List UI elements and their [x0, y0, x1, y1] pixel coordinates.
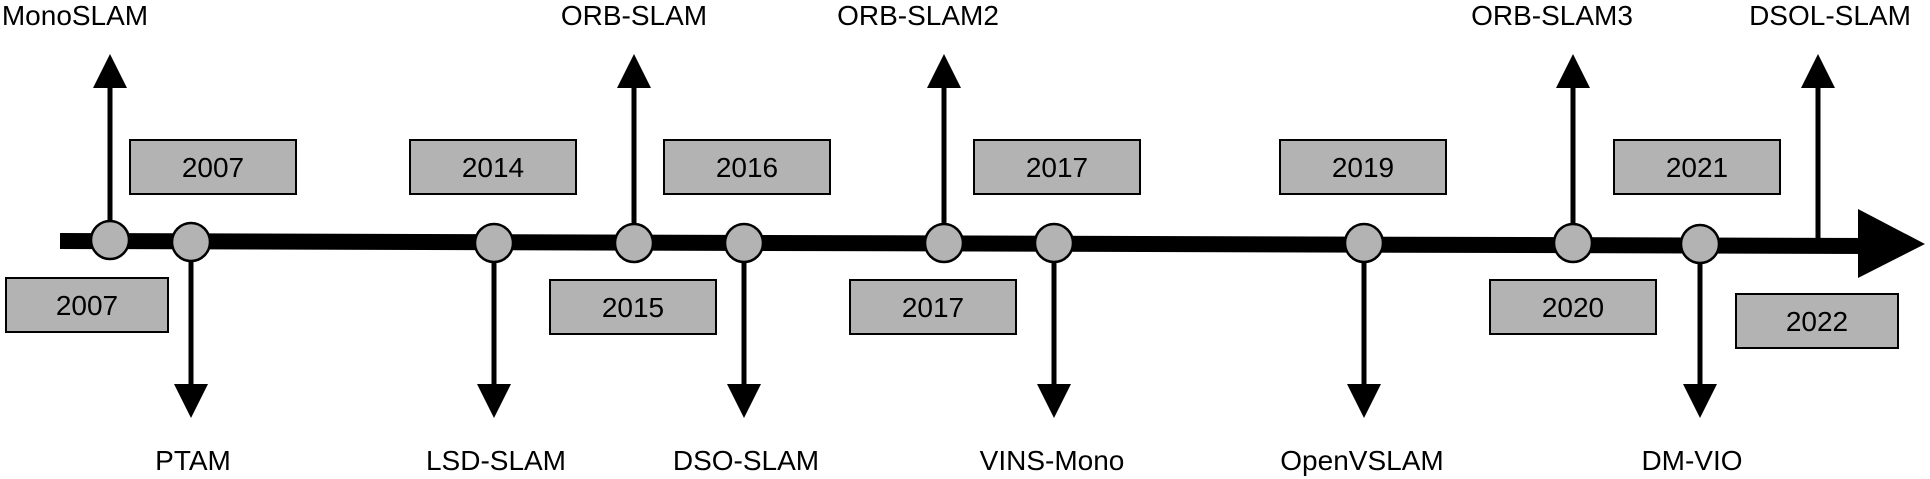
event-arrowhead	[477, 384, 511, 418]
event-name-label: PTAM	[155, 445, 231, 476]
timeline-event-ptam: PTAM 2007	[129, 139, 297, 476]
timeline-event-orb-slam2: ORB-SLAM2 2017	[837, 0, 1017, 335]
event-name-label: VINS-Mono	[980, 445, 1125, 476]
event-year-box	[849, 279, 1017, 335]
event-year-label: 2007	[56, 290, 118, 321]
event-name-label: DSOL-SLAM	[1749, 0, 1911, 31]
event-year-box	[549, 279, 717, 335]
event-arrowhead	[1801, 54, 1835, 88]
event-year-label: 2020	[1542, 292, 1604, 323]
timeline-event-dm-vio: DM-VIO 2021	[1613, 139, 1781, 476]
event-node	[473, 222, 515, 264]
event-year-box	[1735, 293, 1899, 349]
event-arrowhead	[1037, 384, 1071, 418]
event-node	[89, 219, 131, 261]
event-arrowhead	[1683, 384, 1717, 418]
event-arrowhead	[93, 54, 127, 88]
event-name-label: ORB-SLAM3	[1471, 0, 1633, 31]
event-year-label: 2022	[1786, 306, 1848, 337]
event-name-label: ORB-SLAM2	[837, 0, 999, 31]
timeline-axis	[59, 233, 1871, 254]
event-year-box	[1279, 139, 1447, 195]
event-year-box	[129, 139, 297, 195]
event-node	[1343, 222, 1385, 264]
event-node	[1679, 223, 1721, 265]
timeline-event-openvslam: OpenVSLAM 2019	[1279, 139, 1447, 476]
event-name-label: DM-VIO	[1641, 445, 1742, 476]
event-node	[170, 221, 212, 263]
event-year-box	[5, 277, 169, 333]
event-name-label: LSD-SLAM	[426, 445, 566, 476]
event-year-label: 2021	[1666, 152, 1728, 183]
event-year-label: 2007	[182, 152, 244, 183]
timeline-event-dso-slam: DSO-SLAM 2016	[663, 139, 831, 476]
event-node	[1552, 222, 1594, 264]
timeline-event-orb-slam: ORB-SLAM 2015	[549, 0, 717, 335]
event-name-label: DSO-SLAM	[673, 445, 819, 476]
event-year-label: 2015	[602, 292, 664, 323]
event-arrowhead	[1347, 384, 1381, 418]
timeline-event-monoslam: MonoSLAM 2007	[2, 0, 169, 333]
event-node	[613, 222, 655, 264]
event-arrowhead	[927, 54, 961, 88]
event-year-box	[409, 139, 577, 195]
event-year-label: 2014	[462, 152, 524, 183]
event-arrowhead	[1556, 54, 1590, 88]
event-year-box	[973, 139, 1141, 195]
event-year-box	[663, 139, 831, 195]
event-year-label: 2016	[716, 152, 778, 183]
event-year-label: 2017	[1026, 152, 1088, 183]
timeline-event-dsol-slam: DSOL-SLAM 2022	[1735, 0, 1911, 349]
timeline-event-lsd-slam: LSD-SLAM 2014	[409, 139, 577, 476]
timeline-event-vins-mono: VINS-Mono 2017	[973, 139, 1141, 476]
event-name-label: MonoSLAM	[2, 0, 148, 31]
event-arrowhead	[174, 384, 208, 418]
event-year-label: 2019	[1332, 152, 1394, 183]
event-year-box	[1489, 279, 1657, 335]
timeline-event-orb-slam3: ORB-SLAM3 2020	[1471, 0, 1657, 335]
event-node	[723, 222, 765, 264]
event-name-label: OpenVSLAM	[1280, 445, 1443, 476]
event-node	[1033, 222, 1075, 264]
event-name-label: ORB-SLAM	[561, 0, 707, 31]
event-year-label: 2017	[902, 292, 964, 323]
event-node	[923, 222, 965, 264]
event-arrowhead	[727, 384, 761, 418]
timeline-axis-arrowhead	[1858, 209, 1925, 278]
event-year-box	[1613, 139, 1781, 195]
event-arrowhead	[617, 54, 651, 88]
